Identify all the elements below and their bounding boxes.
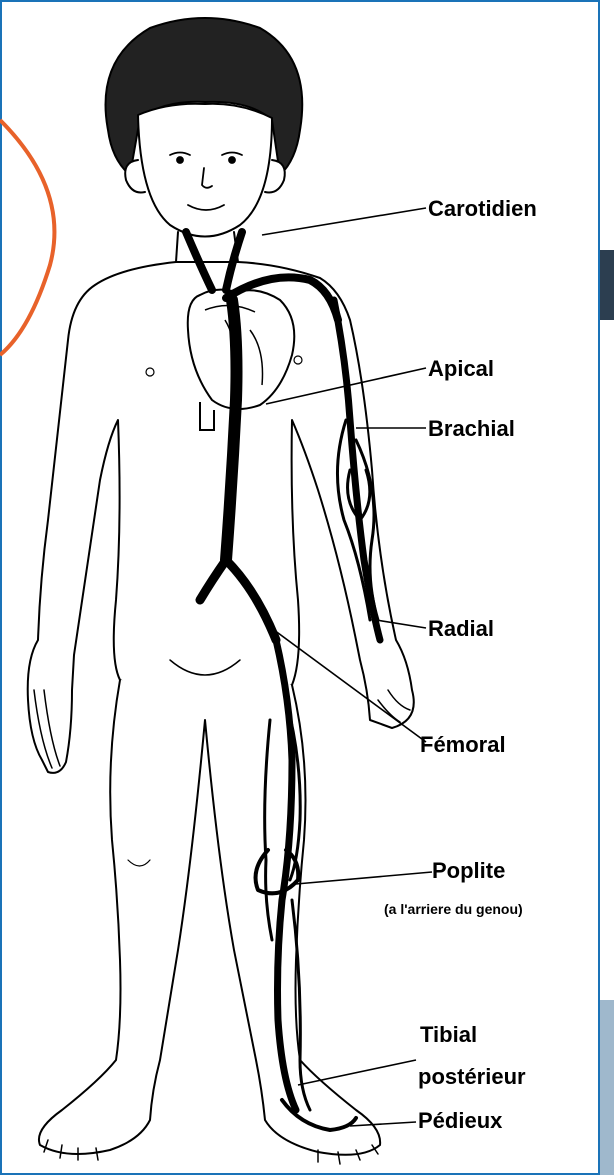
label-tibial-line2: postérieur: [418, 1066, 526, 1088]
orange-arc-decoration: [0, 120, 54, 355]
label-femoral: Fémoral: [420, 734, 506, 756]
leader-tibial: [298, 1060, 416, 1085]
label-apical: Apical: [428, 358, 494, 380]
label-poplite-note: (a l'arriere du genou): [384, 902, 523, 916]
right-edge-strip: [600, 0, 614, 1175]
legs: [39, 680, 380, 1155]
label-carotidien: Carotidien: [428, 198, 537, 220]
label-pedieux: Pédieux: [418, 1110, 502, 1132]
face: [138, 104, 272, 237]
label-brachial: Brachial: [428, 418, 515, 440]
label-radial: Radial: [428, 618, 494, 640]
leader-carotidien: [262, 208, 426, 235]
label-tibial-line1: Tibial: [420, 1024, 477, 1046]
body-outline: [28, 18, 414, 1164]
label-poplite: Poplite: [432, 860, 505, 882]
leader-poplite: [296, 872, 432, 884]
